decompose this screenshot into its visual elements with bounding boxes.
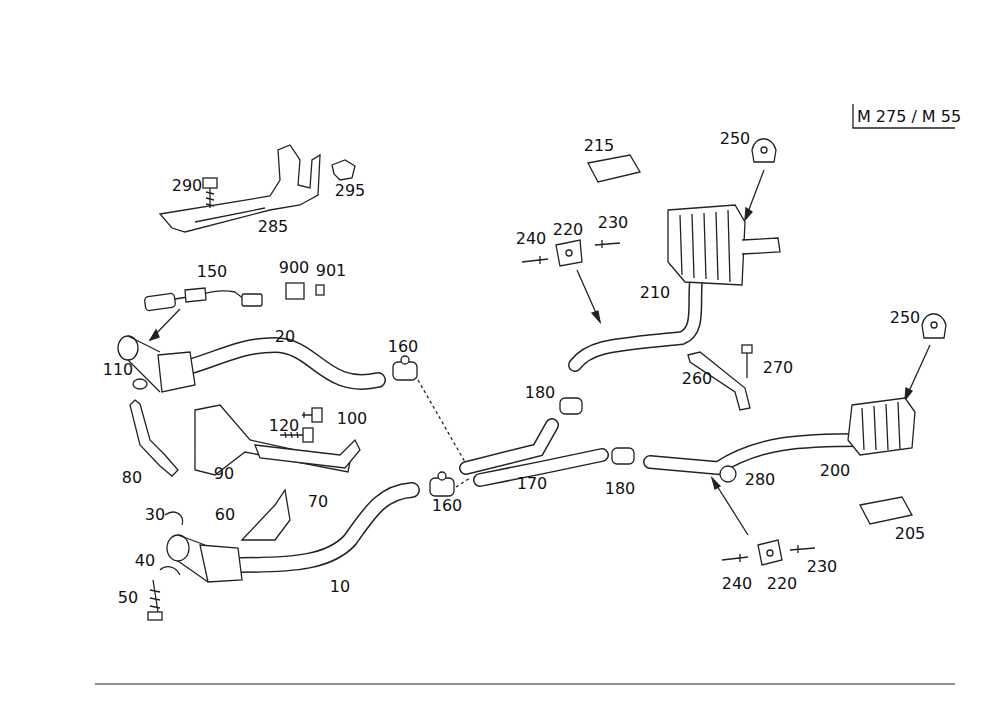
callout-number: 120: [269, 418, 300, 434]
callout-number: 900: [279, 260, 310, 276]
engine-code: M 275 / M 55: [857, 109, 961, 125]
callout-number: 290: [172, 178, 203, 194]
callout-number: 90: [214, 466, 234, 482]
callout-number: 280: [745, 472, 776, 488]
callout-number: 70: [308, 494, 328, 510]
callout-number: 901: [316, 263, 347, 279]
callout-number: 110: [103, 362, 134, 378]
callout-number: 250: [720, 131, 751, 147]
callout-number: 30: [145, 507, 165, 523]
callout-number: 215: [584, 138, 615, 154]
callout-number: 295: [335, 183, 366, 199]
callout-number: 20: [275, 329, 295, 345]
callout-number: 200: [820, 463, 851, 479]
callout-number: 230: [598, 215, 629, 231]
callout-number: 160: [432, 498, 463, 514]
callout-number: 40: [135, 553, 155, 569]
callout-number: 10: [330, 579, 350, 595]
callout-number: 270: [763, 360, 794, 376]
callout-number: 260: [682, 371, 713, 387]
callout-number: 50: [118, 590, 138, 606]
callout-number: 240: [516, 231, 547, 247]
callout-number: 170: [517, 476, 548, 492]
callout-number: 230: [807, 559, 838, 575]
callout-number: 100: [337, 411, 368, 427]
callout-number: 160: [388, 339, 419, 355]
callout-number: 150: [197, 264, 228, 280]
callout-number: 220: [553, 222, 584, 238]
callout-number: 80: [122, 470, 142, 486]
callout-number: 210: [640, 285, 671, 301]
callout-number: 220: [767, 576, 798, 592]
callout-number: 250: [890, 310, 921, 326]
callout-number: 205: [895, 526, 926, 542]
callout-number: 240: [722, 576, 753, 592]
callout-number: 285: [258, 219, 289, 235]
callout-number: 60: [215, 507, 235, 523]
callout-number: 180: [605, 481, 636, 497]
callout-number: 180: [525, 385, 556, 401]
